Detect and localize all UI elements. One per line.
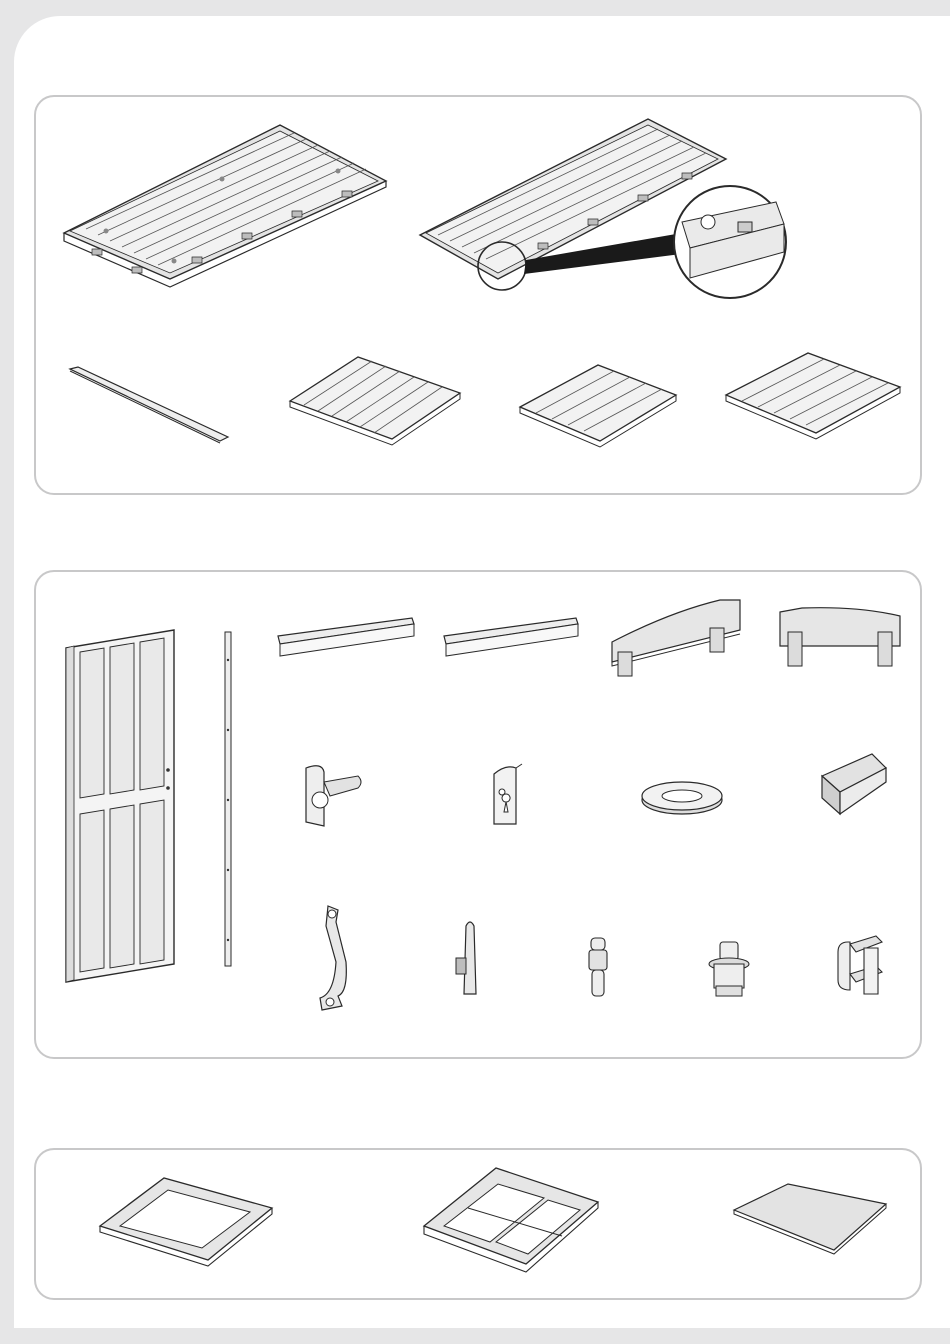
latch-bracket-icon (302, 762, 366, 828)
panel-door-parts (34, 570, 922, 1059)
arched-header-a-icon (610, 596, 744, 680)
door-panel-icon (64, 628, 184, 984)
small-floor-panel-a-icon (288, 353, 462, 443)
flat-strip-icon (68, 365, 230, 445)
panel-floor-parts (34, 95, 922, 495)
pin-peg-icon (586, 936, 610, 998)
door-handle-icon (308, 902, 368, 1014)
lock-bolt-icon (454, 918, 484, 998)
cap-plug-icon (706, 940, 752, 998)
small-floor-panel-b-icon (518, 361, 678, 445)
large-floor-panel-icon (62, 121, 388, 281)
small-floor-panel-c-icon (724, 351, 902, 437)
panel-window-parts (34, 1148, 922, 1300)
hinge-clip-icon (830, 934, 886, 1000)
keyhole-plate-icon (490, 762, 526, 828)
washer-ring-icon (640, 780, 724, 816)
top-rail-b-icon (442, 614, 580, 658)
hinge-rod-icon (222, 630, 234, 968)
top-rail-a-icon (276, 614, 416, 658)
wedge-block-icon (820, 752, 890, 818)
window-pane-icon (732, 1182, 888, 1254)
window-sash-icon (422, 1166, 602, 1278)
window-frame-icon (98, 1176, 274, 1266)
magnified-detail-icon (476, 182, 786, 302)
arched-header-b-icon (778, 602, 910, 674)
